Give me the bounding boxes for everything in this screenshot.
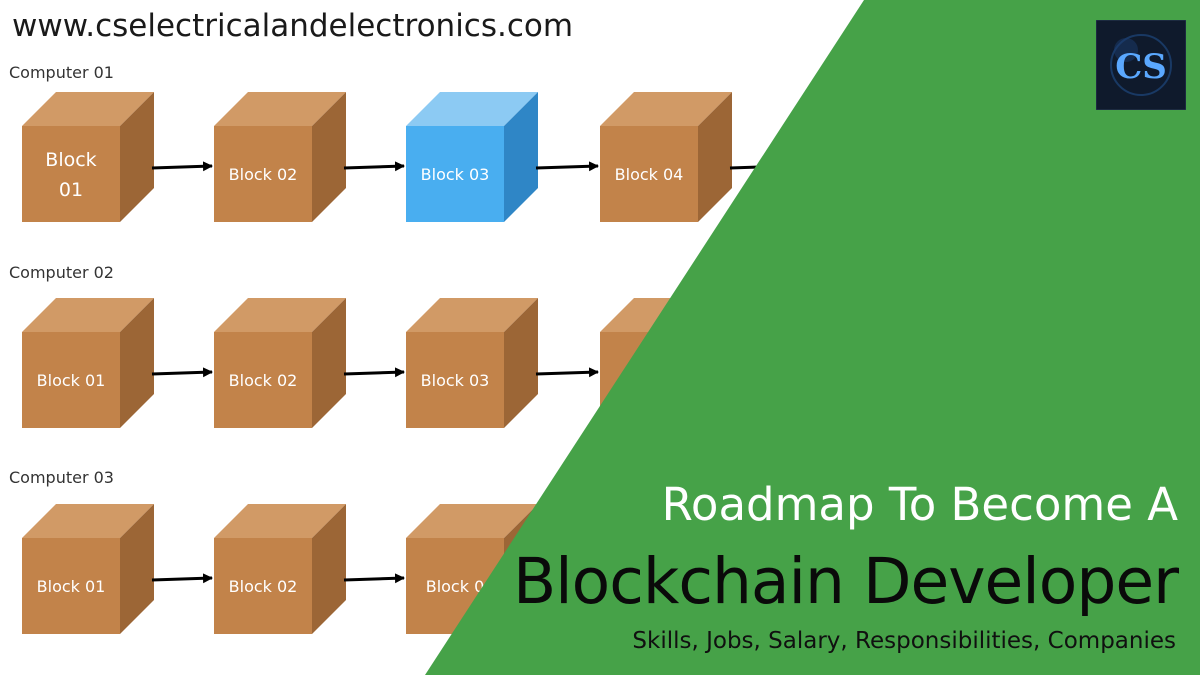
block-front-face xyxy=(214,126,312,222)
block-side-face xyxy=(120,92,154,222)
block-side-face xyxy=(312,504,346,634)
chain-arrow xyxy=(343,573,405,584)
block-cube: Block 01 xyxy=(22,298,154,428)
block-top-face xyxy=(406,92,538,126)
block-cube: Block 01 xyxy=(22,504,154,634)
block-label: Block 04 xyxy=(615,165,684,184)
green-banner xyxy=(425,0,1200,675)
row-label: Computer 03 xyxy=(9,468,114,487)
chain-arrow xyxy=(343,161,405,172)
row-label: Computer 02 xyxy=(9,263,114,282)
block-side-face xyxy=(120,298,154,428)
block-label: Block 03 xyxy=(421,371,490,390)
block-front-face xyxy=(22,538,120,634)
block-front-face xyxy=(22,126,120,222)
block-top-face xyxy=(214,92,346,126)
block-top-face xyxy=(214,504,346,538)
block-top-face xyxy=(406,298,538,332)
chain-arrow xyxy=(151,161,213,172)
block-side-face xyxy=(698,92,732,222)
chain-arrow xyxy=(535,161,599,172)
block-label: Block 03 xyxy=(421,165,490,184)
block-top-face xyxy=(406,504,538,538)
block-cube: Block 02 xyxy=(214,298,346,428)
block-label: Block 0 xyxy=(426,577,485,596)
block-cube: Block 03 xyxy=(406,92,538,222)
logo-lettering: CS xyxy=(1115,47,1167,87)
block-side-face xyxy=(504,92,538,222)
block-side-face xyxy=(312,92,346,222)
site-url: www.cselectricalandelectronics.com xyxy=(12,8,574,44)
block-top-face xyxy=(600,92,732,126)
block-cube: Block 03 xyxy=(406,298,538,428)
row-label: Computer 01 xyxy=(9,63,114,82)
chain-arrow xyxy=(151,367,213,378)
block-label: 01 xyxy=(59,179,83,201)
block-side-face xyxy=(504,298,538,428)
block-top-face xyxy=(22,298,154,332)
cs-logo: CS xyxy=(1095,19,1187,111)
block-cube: Block 02 xyxy=(214,92,346,222)
block-label: Block 01 xyxy=(37,371,106,390)
banner-title-line2: Blockchain Developer xyxy=(512,545,1179,618)
block-front-face xyxy=(406,332,504,428)
banner-title-line1: Roadmap To Become A xyxy=(661,478,1178,531)
block-front-face xyxy=(406,126,504,222)
block-top-face xyxy=(22,504,154,538)
block-top-face xyxy=(22,92,154,126)
block-front-face xyxy=(214,538,312,634)
block-label: Block 01 xyxy=(37,577,106,596)
block-side-face xyxy=(312,298,346,428)
chain-arrow xyxy=(343,367,405,378)
banner-subtitle: Skills, Jobs, Salary, Responsibilities, … xyxy=(632,628,1176,654)
chain-arrow xyxy=(535,367,599,378)
block-side-face xyxy=(120,504,154,634)
block-top-face xyxy=(214,298,346,332)
block-front-face xyxy=(22,332,120,428)
block-front-face xyxy=(214,332,312,428)
block-cube: Block 04 xyxy=(600,92,732,222)
block-label: Block 02 xyxy=(229,165,298,184)
chain-arrow xyxy=(151,573,213,584)
block-label: Block xyxy=(45,149,96,171)
block-cube: Block 02 xyxy=(214,504,346,634)
block-label: Block 02 xyxy=(229,577,298,596)
block-label: Block 02 xyxy=(229,371,298,390)
block-front-face xyxy=(600,126,698,222)
block-cube: Block 01 xyxy=(22,92,154,222)
